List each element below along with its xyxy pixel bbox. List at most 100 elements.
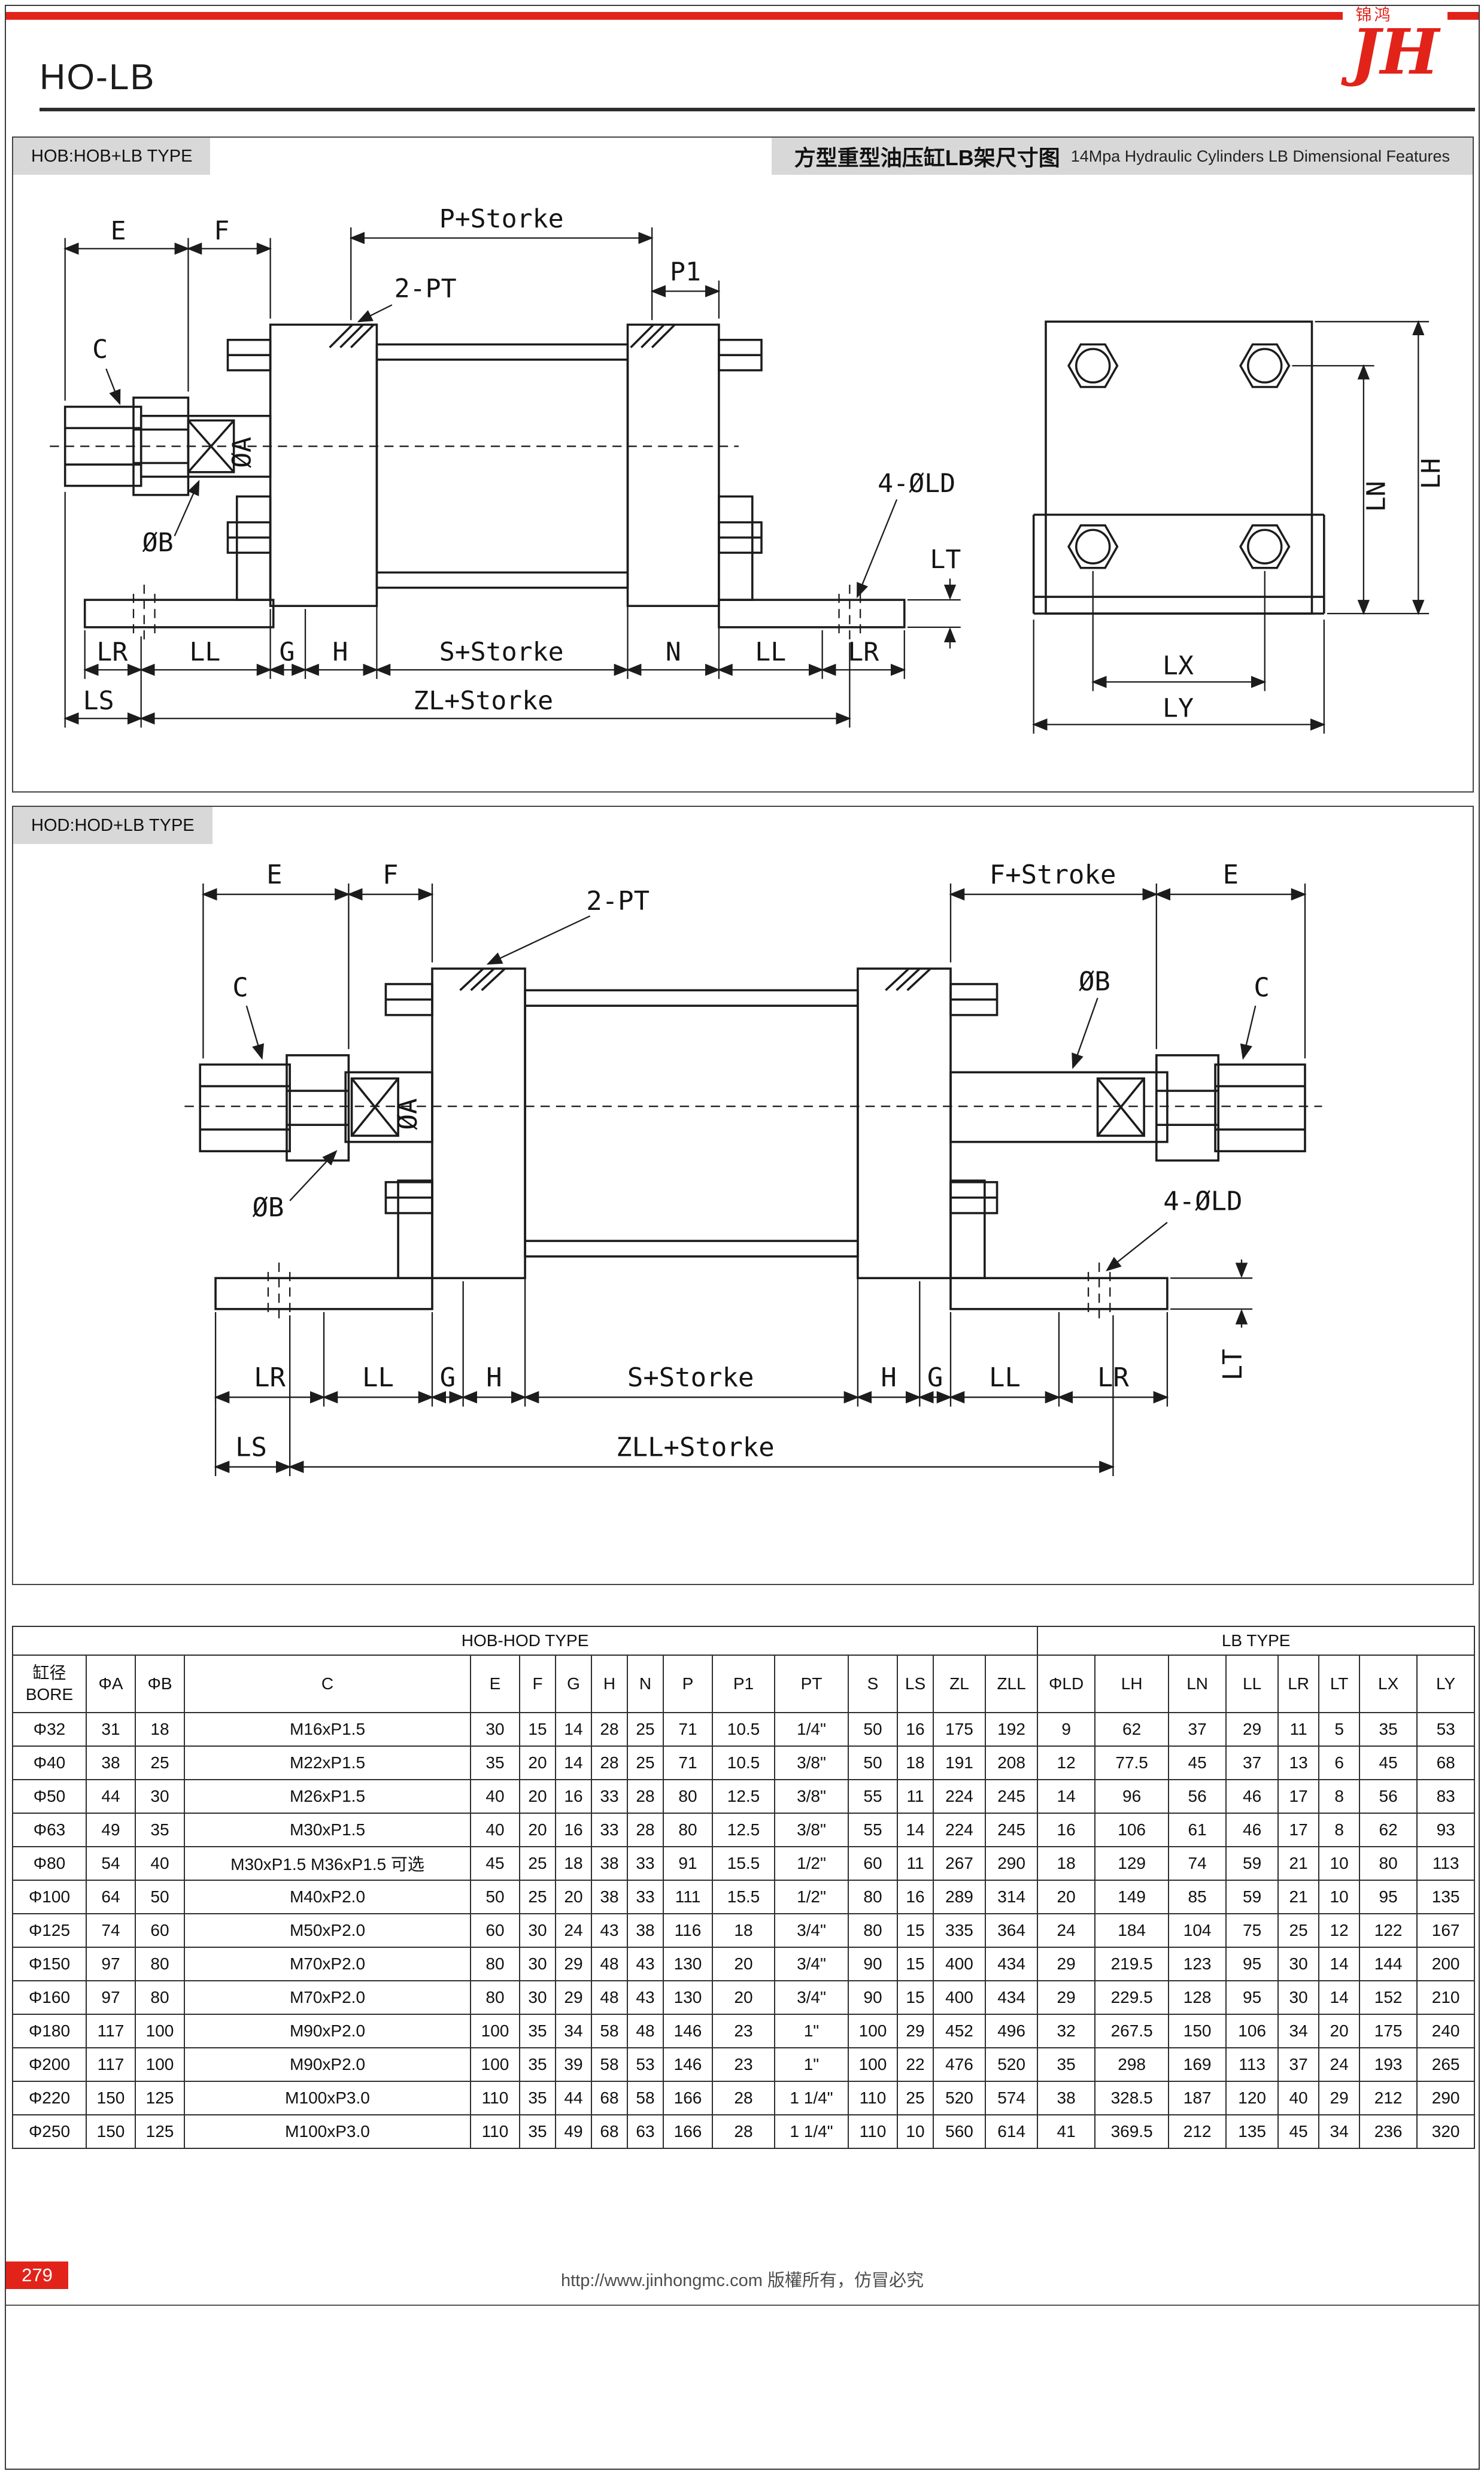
dim-label-lx: LX (1163, 651, 1194, 681)
table-cell: 122 (1359, 1913, 1418, 1948)
table-cell: 34 (1277, 2014, 1320, 2048)
table-cell: 23 (712, 2014, 775, 2048)
title-underline (40, 108, 1475, 111)
table-cell: 12.5 (712, 1813, 775, 1847)
dim-label-phi-a: ØA (227, 437, 257, 468)
hob-dimension-labels: E F P+Storke 2-PT P1 C ØA ØB 4-ØLD LT LR… (83, 204, 1446, 724)
table-cell: 240 (1416, 2014, 1476, 2048)
dim-label-lr: LR (1097, 1362, 1129, 1393)
table-cell: Φ100 (12, 1880, 87, 1914)
table-cell: 45 (1359, 1746, 1418, 1780)
table-cell: 45 (470, 1846, 520, 1881)
table-cell: 15.5 (712, 1880, 775, 1914)
dim-label-ls: LS (235, 1432, 267, 1462)
table-cell: 9 (1037, 1712, 1096, 1747)
footer-copyright[interactable]: http://www.jinhongmc.com 版權所有，仿冒必究 (561, 2271, 924, 2290)
table-cell: 43 (627, 1947, 664, 1981)
table-cell: 16 (897, 1880, 934, 1914)
column-header: LL (1225, 1655, 1279, 1713)
table-cell: 212 (1168, 2114, 1227, 2149)
table-cell: 32 (1037, 2014, 1096, 2048)
table-cell: 135 (1416, 1880, 1476, 1914)
panel-hob: HOB:HOB+LB TYPE 方型重型油压缸LB架尺寸图 14Mpa Hydr… (12, 136, 1474, 793)
table-cell: 77.5 (1094, 1746, 1170, 1780)
table-cell: 13 (1277, 1746, 1320, 1780)
table-cell: 46 (1225, 1813, 1279, 1847)
table-cell: Φ125 (12, 1913, 87, 1948)
table-cell: 496 (984, 2014, 1039, 2048)
table-cell: 31 (86, 1712, 136, 1747)
table-cell: 130 (663, 1980, 713, 2015)
table-cell: 6 (1318, 1746, 1361, 1780)
table-cell: Φ150 (12, 1947, 87, 1981)
table-cell: 80 (848, 1913, 898, 1948)
table-cell: 1/4" (774, 1712, 849, 1747)
table-cell: 80 (135, 1947, 185, 1981)
table-cell: 62 (1359, 1813, 1418, 1847)
table-cell: 68 (591, 2114, 628, 2149)
table-cell: 20 (519, 1813, 556, 1847)
dim-label-f-stroke: F+Stroke (990, 860, 1116, 890)
table-cell: 28 (627, 1813, 664, 1847)
table-cell: 75 (1225, 1913, 1279, 1948)
table-cell: 33 (591, 1779, 628, 1814)
table-cell: 41 (1037, 2114, 1096, 2149)
table-cell: 229.5 (1094, 1980, 1170, 2015)
table-cell: 20 (1318, 2014, 1361, 2048)
table-cell: 14 (555, 1712, 592, 1747)
table-cell: 29 (1037, 1947, 1096, 1981)
table-cell: Φ80 (12, 1846, 87, 1881)
dim-label-f: F (383, 860, 398, 890)
dim-label-e: E (111, 216, 126, 246)
table-cell: 434 (984, 1980, 1039, 2015)
dim-label-phi-b: ØB (1079, 966, 1110, 997)
table-cell: 212 (1359, 2081, 1418, 2115)
dim-label-p-storke: P+Storke (439, 204, 564, 234)
table-cell: 100 (470, 2047, 520, 2082)
table-cell: 83 (1416, 1779, 1476, 1814)
table-cell: 50 (470, 1880, 520, 1914)
table-cell: 21 (1277, 1880, 1320, 1914)
table-cell: 129 (1094, 1846, 1170, 1881)
dim-label-e: E (1223, 860, 1239, 890)
column-header: G (555, 1655, 592, 1713)
table-cell: 80 (1359, 1846, 1418, 1881)
table-cell: 12.5 (712, 1779, 775, 1814)
table-cell: 452 (933, 2014, 986, 2048)
table-cell: 29 (1318, 2081, 1361, 2115)
table-cell: 614 (984, 2114, 1039, 2149)
hod-dimension-labels: E F 2-PT F+Stroke E C C ØA ØB ØB 4-ØLD L… (232, 860, 1270, 1462)
dim-label-4-ld: 4-ØLD (1163, 1186, 1242, 1216)
table-cell: 210 (1416, 1980, 1476, 2015)
table-cell: 29 (555, 1947, 592, 1981)
dim-label-n: N (666, 638, 681, 667)
table-cell: 3/4" (774, 1913, 849, 1948)
dim-label-4-ld: 4-ØLD (878, 469, 955, 499)
table-cell: 224 (933, 1779, 986, 1814)
table-cell: 290 (984, 1846, 1039, 1881)
table-cell: 3/8" (774, 1746, 849, 1780)
table-cell: 48 (591, 1947, 628, 1981)
column-header: E (470, 1655, 520, 1713)
table-cell: 224 (933, 1813, 986, 1847)
table-cell: M100xP3.0 (184, 2114, 471, 2149)
table-cell: 574 (984, 2081, 1039, 2115)
table-cell: 144 (1359, 1947, 1418, 1981)
table-cell: 117 (86, 2047, 136, 2082)
column-header: S (848, 1655, 898, 1713)
table-cell: 146 (663, 2014, 713, 2048)
table-cell: 20 (1037, 1880, 1096, 1914)
table-cell: 169 (1168, 2047, 1227, 2082)
table-cell: 434 (984, 1947, 1039, 1981)
table-cell: 149 (1094, 1880, 1170, 1914)
table-cell: Φ200 (12, 2047, 87, 2082)
table-cell: 184 (1094, 1913, 1170, 1948)
table-cell: 35 (1037, 2047, 1096, 2082)
table-cell: 20 (519, 1779, 556, 1814)
table-cell: 125 (135, 2081, 185, 2115)
table-cell: Φ50 (12, 1779, 87, 1814)
